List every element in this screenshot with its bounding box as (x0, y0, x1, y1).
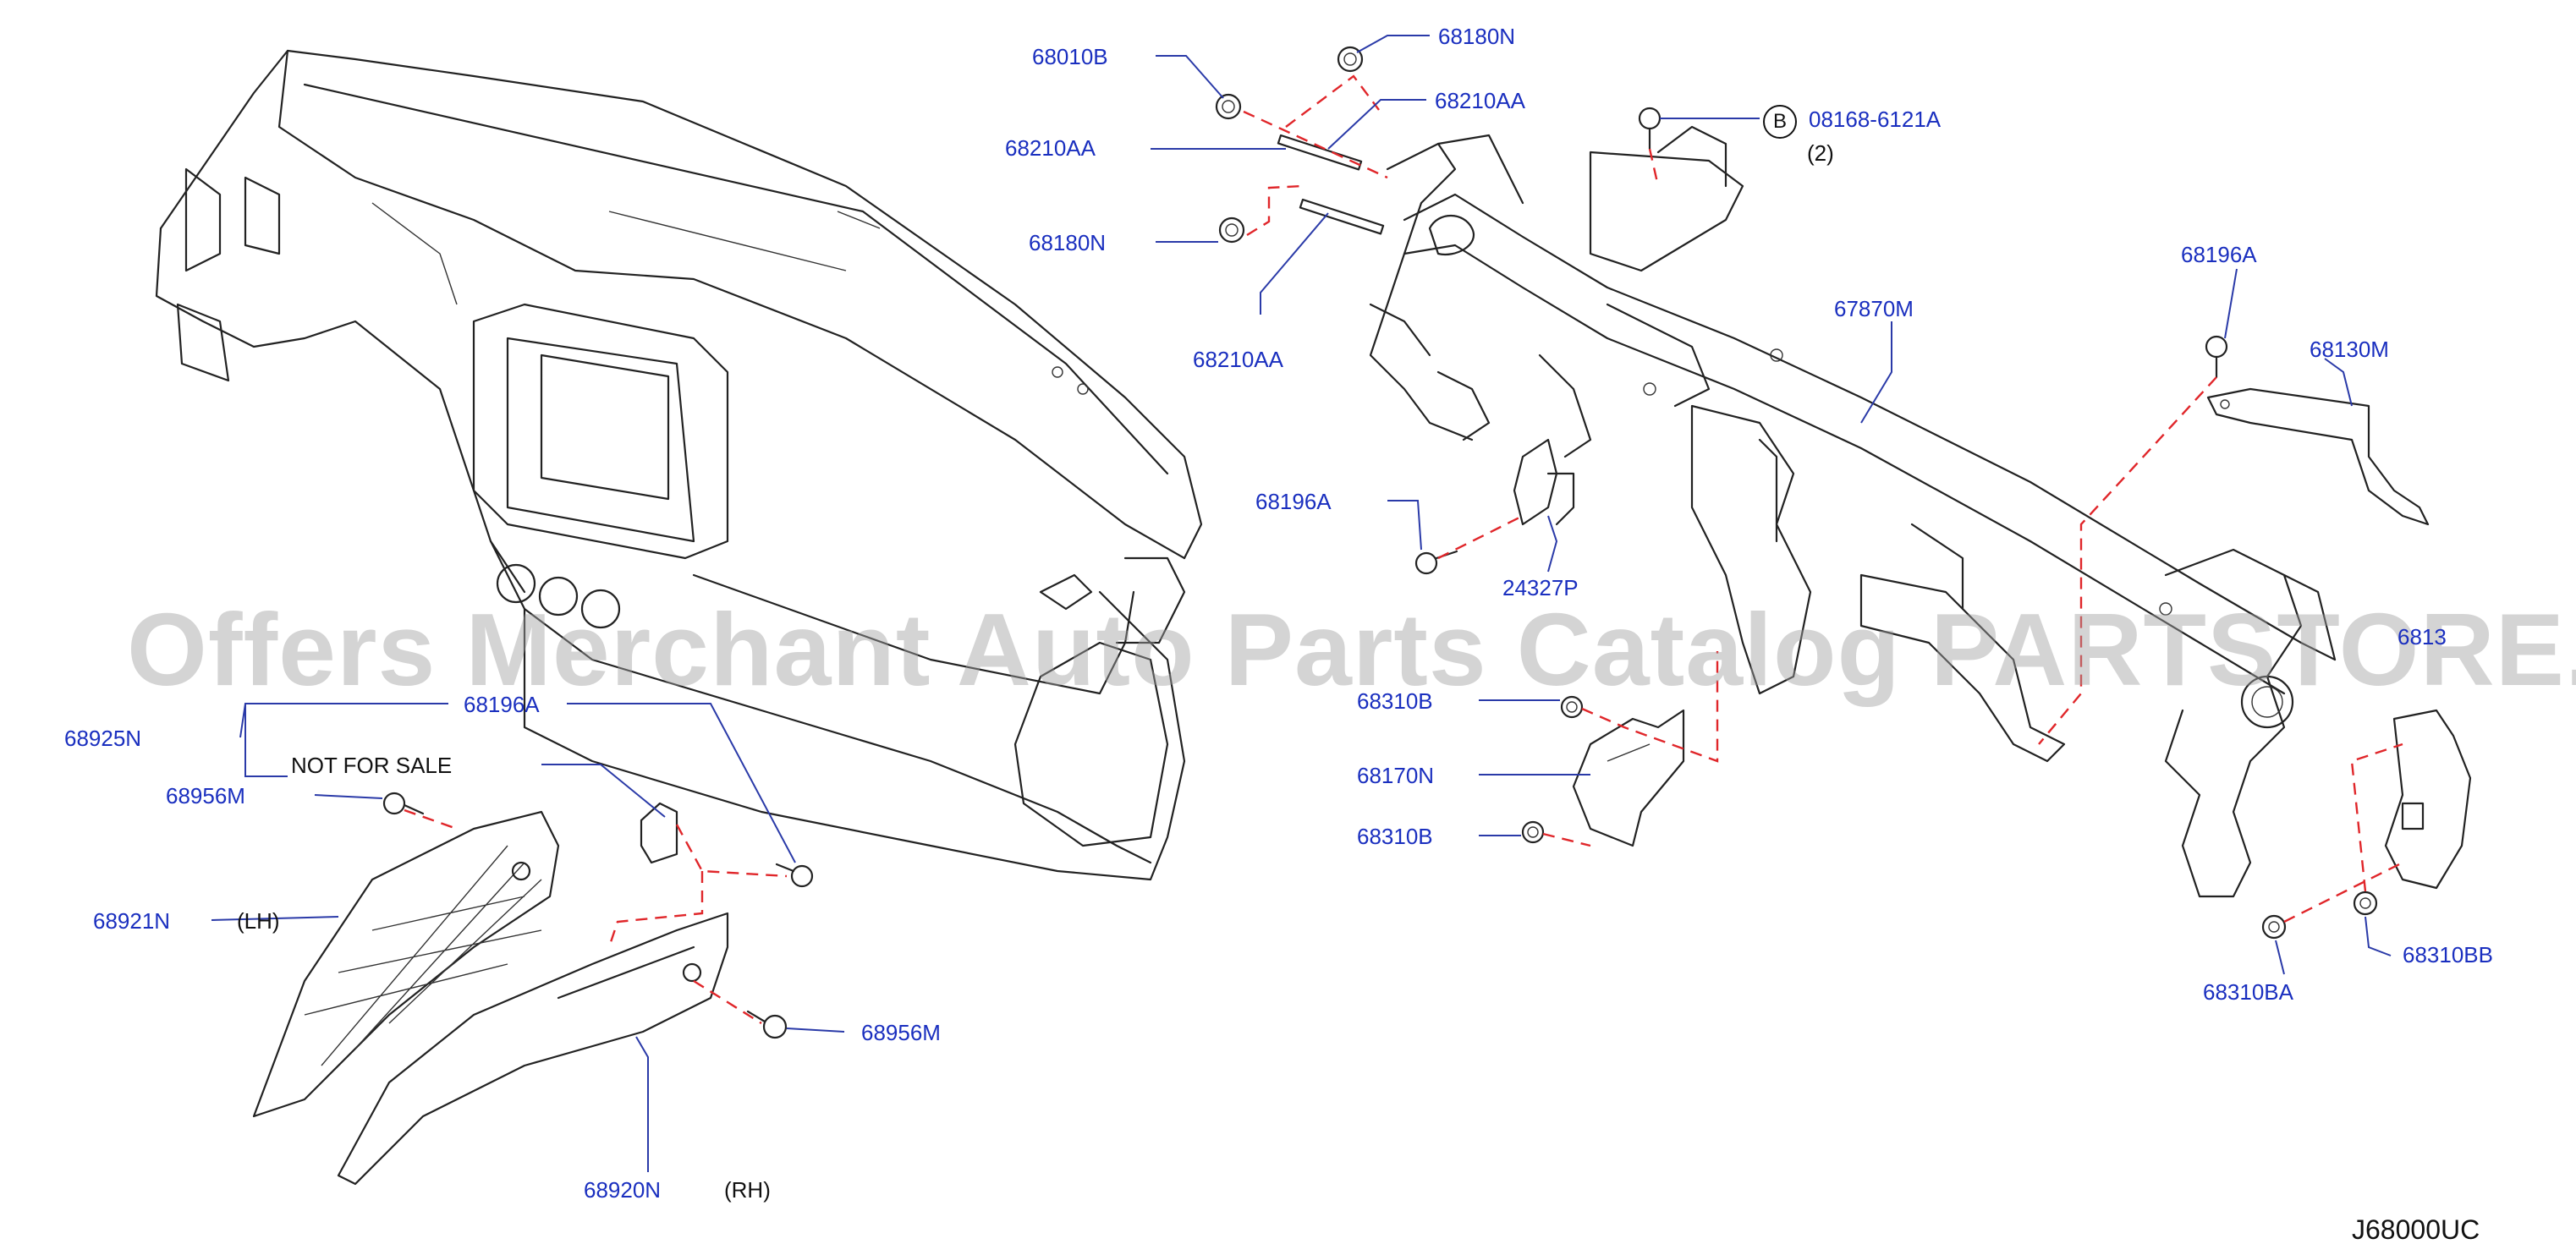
label-68196a-mid[interactable]: 68196A (1255, 489, 1332, 514)
label-67870m[interactable]: 67870M (1834, 296, 1914, 321)
label-24327p[interactable]: 24327P (1502, 575, 1579, 600)
label-68921n[interactable]: 68921N (93, 908, 171, 934)
label-68925n[interactable]: 68925N (64, 726, 142, 751)
label-68196a-left[interactable]: 68196A (464, 692, 540, 717)
steering-member (1369, 125, 2337, 898)
label-68920n[interactable]: 68920N (584, 1177, 662, 1203)
label-rh: (RH) (724, 1177, 771, 1203)
bracket-68170n (1572, 709, 1685, 847)
bracket-68130m (2206, 387, 2430, 526)
label-68210aa-bottom[interactable]: 68210AA (1193, 347, 1283, 372)
label-68310b-top[interactable]: 68310B (1357, 688, 1433, 714)
diagram-code: J68000UC (2352, 1214, 2480, 1245)
leader-lines (211, 35, 2392, 1172)
label-68310bb[interactable]: 68310BB (2403, 942, 2493, 967)
fasteners (382, 46, 2378, 1039)
marker-b-circle: B (1763, 105, 1797, 139)
bracket-68138 (2384, 709, 2472, 890)
label-not-for-sale: NOT FOR SALE (291, 753, 453, 778)
side-cover-68921n (252, 810, 560, 1118)
label-68010b[interactable]: 68010B (1032, 44, 1108, 69)
side-cover-68920n (337, 912, 729, 1186)
reference-dashes (404, 74, 2403, 1025)
label-08168-quantity: (2) (1807, 140, 1834, 166)
label-68210aa-left[interactable]: 68210AA (1005, 135, 1096, 161)
label-68310b-bottom[interactable]: 68310B (1357, 824, 1433, 849)
label-68130m[interactable]: 68130M (2310, 337, 2389, 362)
dashboard-panel (155, 49, 1203, 881)
label-68180n-mid[interactable]: 68180N (1029, 230, 1107, 255)
label-68196a-right[interactable]: 68196A (2181, 242, 2257, 267)
label-68138-partial[interactable]: 6813 (2397, 624, 2447, 649)
label-68956m-left[interactable]: 68956M (166, 783, 245, 808)
watermark-text: Offers Merchant Auto Parts Catalog PARTS… (127, 592, 2576, 707)
label-68180n-top[interactable]: 68180N (1438, 24, 1516, 49)
label-68210aa-top[interactable]: 68210AA (1435, 88, 1525, 113)
label-68170n[interactable]: 68170N (1357, 763, 1435, 788)
label-68956m-right[interactable]: 68956M (861, 1020, 941, 1045)
label-lh: (LH) (237, 908, 280, 934)
label-08168-6121a[interactable]: 08168-6121A (1809, 107, 1942, 132)
label-68310ba[interactable]: 68310BA (2203, 979, 2293, 1005)
bracket-24327p (1513, 438, 1575, 526)
